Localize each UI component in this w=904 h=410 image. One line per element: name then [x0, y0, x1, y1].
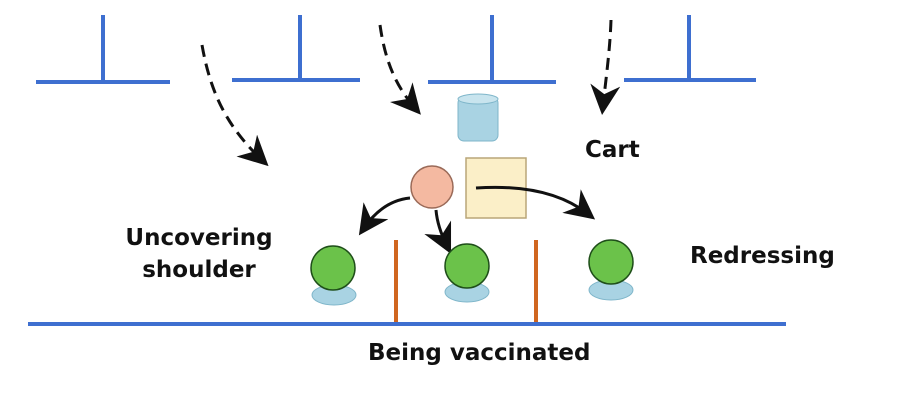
dashed-arrow-3: [590, 19, 621, 115]
uncovering-label-line2: shoulder: [142, 257, 256, 283]
nurse-icon: [410, 165, 454, 209]
being-vaccinated-label: Being vaccinated: [368, 340, 591, 366]
cart-label: Cart: [585, 137, 640, 163]
dashed-arrow-2: [378, 24, 421, 115]
patient-vaccination: [444, 243, 490, 303]
uncovering-shoulder-label: Uncovering shoulder: [120, 222, 278, 286]
patient-uncovering: [310, 245, 357, 306]
top-wall-segment-2: [232, 15, 360, 82]
top-wall-segment-4: [624, 15, 756, 82]
arrow-to-uncovering: [358, 196, 411, 236]
redressing-label: Redressing: [690, 243, 835, 269]
arrow-to-redressing: [475, 185, 596, 220]
dashed-arrow-1: [200, 44, 269, 167]
uncovering-label-line1: Uncovering: [125, 225, 273, 251]
arrow-to-vaccination: [424, 209, 452, 255]
top-wall-segment-3: [428, 15, 556, 84]
top-wall-segment-1: [36, 15, 170, 84]
patient-redressing: [588, 239, 634, 301]
cylinder-container-icon: [457, 93, 499, 142]
